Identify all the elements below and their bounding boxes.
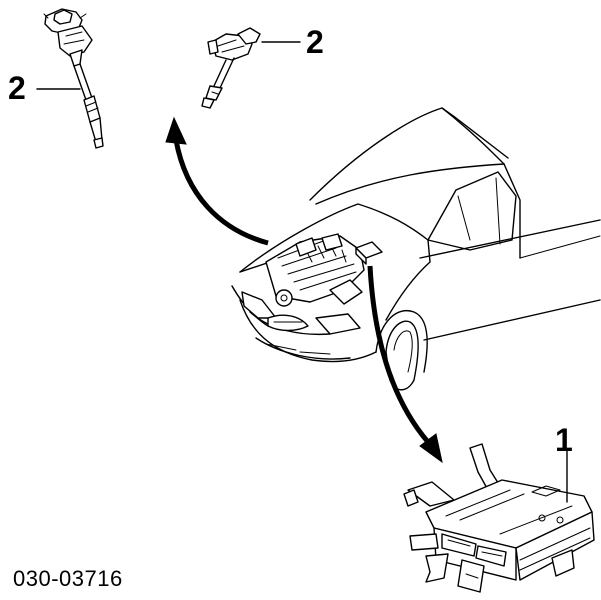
arrow-to-coils xyxy=(165,116,269,246)
callout-1-ecu: 1 xyxy=(555,422,573,458)
callout-2-right: 2 xyxy=(306,24,324,60)
arrow-to-ecu xyxy=(367,265,443,464)
callout-2-left: 2 xyxy=(8,70,26,106)
ignition-coil-left xyxy=(43,8,104,149)
engine-control-module xyxy=(403,443,595,593)
ignition-coil-right xyxy=(201,27,261,109)
car-front-view xyxy=(231,107,601,391)
part-number-label: 030-03716 xyxy=(13,566,123,591)
